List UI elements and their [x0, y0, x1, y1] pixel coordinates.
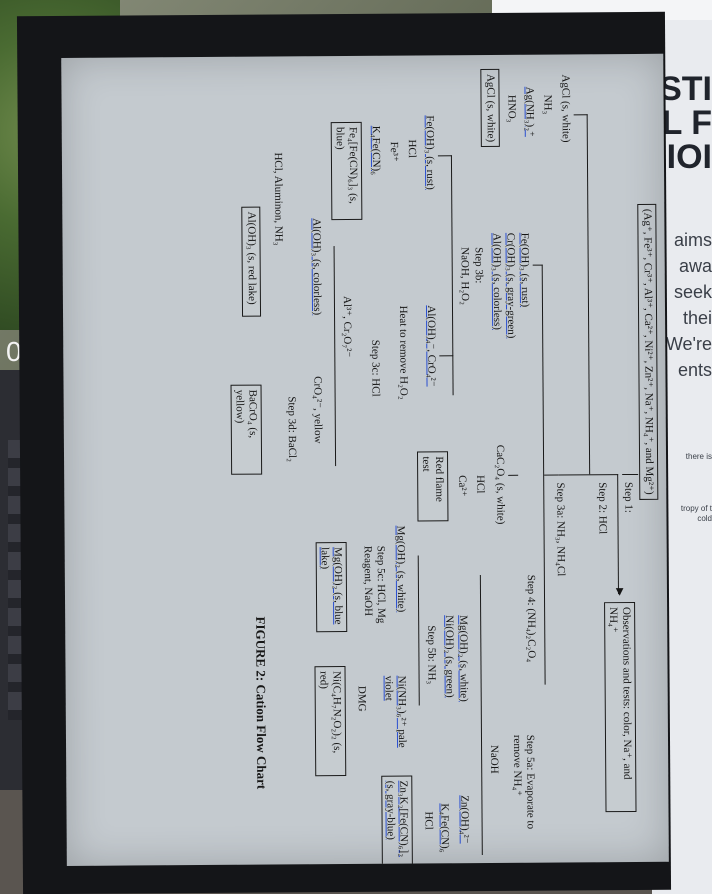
connector [439, 355, 454, 357]
nioh2-green: Ni(OH)₂ (s, green) [443, 615, 456, 698]
right-heading-1: STI [659, 70, 712, 108]
k4fe-label: K₄Fe(CN)₆ [369, 125, 383, 176]
bacro4-box: BaCrO₄ (s, yellow) [230, 384, 263, 475]
step1-label: Step 1: [622, 481, 635, 513]
cac2o4-white: CaC₂O₄ (s, white) [493, 444, 507, 525]
start-cations-box: (Ag⁺, Fe³⁺, Cr³⁺, Al³⁺, Ca²⁺, Ni²⁺, Zn²⁺… [637, 203, 659, 500]
naoh-h2o2: NaOH, H₂O₂ [458, 247, 471, 305]
connector [479, 575, 483, 856]
red-flame-box: Red flame test [416, 451, 449, 522]
ni-dmg-box: Ni(C₄H₇N₂O₂)₂ (s, red) [314, 665, 347, 777]
step4-label: Step 4: (NH₄)₂C₂O₄ [524, 574, 538, 663]
figure-caption: FIGURE 2: Cation Flow Chart [253, 616, 270, 790]
step5c-label: Step 5c: HCl, Mg Reagent, NaOH [362, 545, 388, 624]
agcl-white: AgCl (s, white) [559, 74, 572, 143]
croh3-graygreen: Cr(OH)₃ (s, gray-green) [504, 232, 518, 339]
paper-sheet: (Ag⁺, Fe³⁺, Cr³⁺, Al³⁺, Ca²⁺, Ni²⁺, Zn²⁺… [61, 53, 669, 866]
step5b-label: Step 5b: NH₃ [425, 625, 438, 685]
connector [450, 155, 454, 396]
zn-oh4: Zn(OH)₄²⁻ [458, 795, 471, 844]
right-heading-3: IOI [666, 138, 712, 176]
fe3: Fe³⁺ [387, 141, 400, 162]
left-digit: 0 [6, 336, 22, 367]
right-heading-2: L F [661, 104, 712, 142]
naoh-label: NaOH [488, 744, 501, 774]
cro4-yellow: CrO₄²⁻, yellow [311, 376, 324, 444]
blue-lake-box: Mg(OH)₂ (s, blue lake) [315, 541, 348, 633]
ca2: Ca²⁺ [456, 475, 469, 497]
monitor-frame: (Ag⁺, Fe³⁺, Cr³⁺, Al³⁺, Ca²⁺, Ni²⁺, Zn²⁺… [16, 11, 672, 894]
cation-flow-chart: (Ag⁺, Fe³⁺, Cr³⁺, Al³⁺, Ca²⁺, Ni²⁺, Zn²⁺… [61, 54, 669, 866]
step3c-label: Step 3c: HCl [369, 339, 382, 397]
hno3-label: HNO₃ [505, 94, 518, 123]
step3b-label: Step 3b: [472, 247, 485, 284]
right-text-2: awa [678, 256, 712, 276]
right-note-3: cold [697, 514, 712, 523]
connector [558, 474, 619, 476]
right-text-6: ents [677, 360, 712, 380]
right-text-4: thei [682, 308, 712, 328]
mgoh2-white-2: Mg(OH)₂ (s, white) [394, 525, 408, 613]
connector [333, 246, 337, 467]
hcl-1: HCl [405, 139, 418, 158]
right-note-2: tropy of t [680, 504, 712, 513]
arrow-head: ▶ [613, 588, 626, 596]
aloh3-colorless: Al(OH)₃ (s, colorless) [490, 232, 504, 330]
connector [437, 155, 452, 157]
right-text-1: aims [673, 230, 712, 250]
right-text-3: seek [673, 282, 712, 302]
connector [573, 114, 588, 116]
red-lake-box: Al(OH)₃ (s, red lake) [241, 206, 262, 317]
ag-complex: Ag(NH₃)₂⁺ [523, 86, 536, 137]
aloh3-colorless-2: Al(OH)₃ (s, colorless) [310, 218, 324, 316]
connector [417, 555, 420, 706]
hcl-3: HCl [422, 811, 435, 830]
mgoh2-white: Mg(OH)₂ (s, white) [457, 615, 470, 702]
connector [586, 114, 591, 475]
right-text-5: We're [665, 334, 712, 354]
right-note-1: there is [685, 452, 712, 461]
ni-nh3-complex: Ni(NH₃)₆²⁺ pale violet [382, 675, 409, 748]
observations-box: Observations and tests: color, Na⁺, and … [603, 601, 637, 813]
step3a-label: Step 3a: NH₃, NH₄Cl [554, 482, 567, 577]
connector [617, 474, 619, 595]
dmg-label: DMG [355, 685, 368, 712]
connector [622, 473, 639, 476]
agcl-box: AgCl (s, white) [480, 68, 500, 148]
al-cr2o7: Al³⁺, Cr₂O₇²⁻ [340, 295, 354, 358]
connector [532, 264, 543, 266]
hcl-2: HCl [474, 475, 487, 494]
step2-label: Step 2: HCl [596, 482, 609, 535]
feoh3-rust: Fe(OH)₃ (s, rust) [518, 232, 531, 308]
step3d-label: Step 3d: BaCl₂ [285, 396, 299, 462]
feoh3-rust-2: Fe(OH)₃ (s, rust) [423, 115, 437, 190]
heat-label: Heat to remove H₂O₂ [396, 305, 410, 400]
zn-box: Zn₃K₂[Fe(CN)₆]₂ (s, gray-blue) [380, 775, 413, 866]
al-cro4: Al(OH)₄⁻, CrO₄²⁻ [424, 305, 438, 387]
connector [508, 474, 519, 476]
nh3-label: NH₃ [541, 94, 554, 115]
step5a-label: Step 5a: Evaporate to remove NH₄⁺ [511, 734, 537, 830]
k4fe-label-2: K₄Fe(CN)₆ [438, 803, 451, 853]
connector [544, 474, 559, 476]
prussian-blue-box: Fe₄[Fe(CN)₆]₃ (s, blue) [330, 121, 363, 221]
hcl-aluminon: HCl, Aluminon, NH₃ [271, 152, 285, 246]
